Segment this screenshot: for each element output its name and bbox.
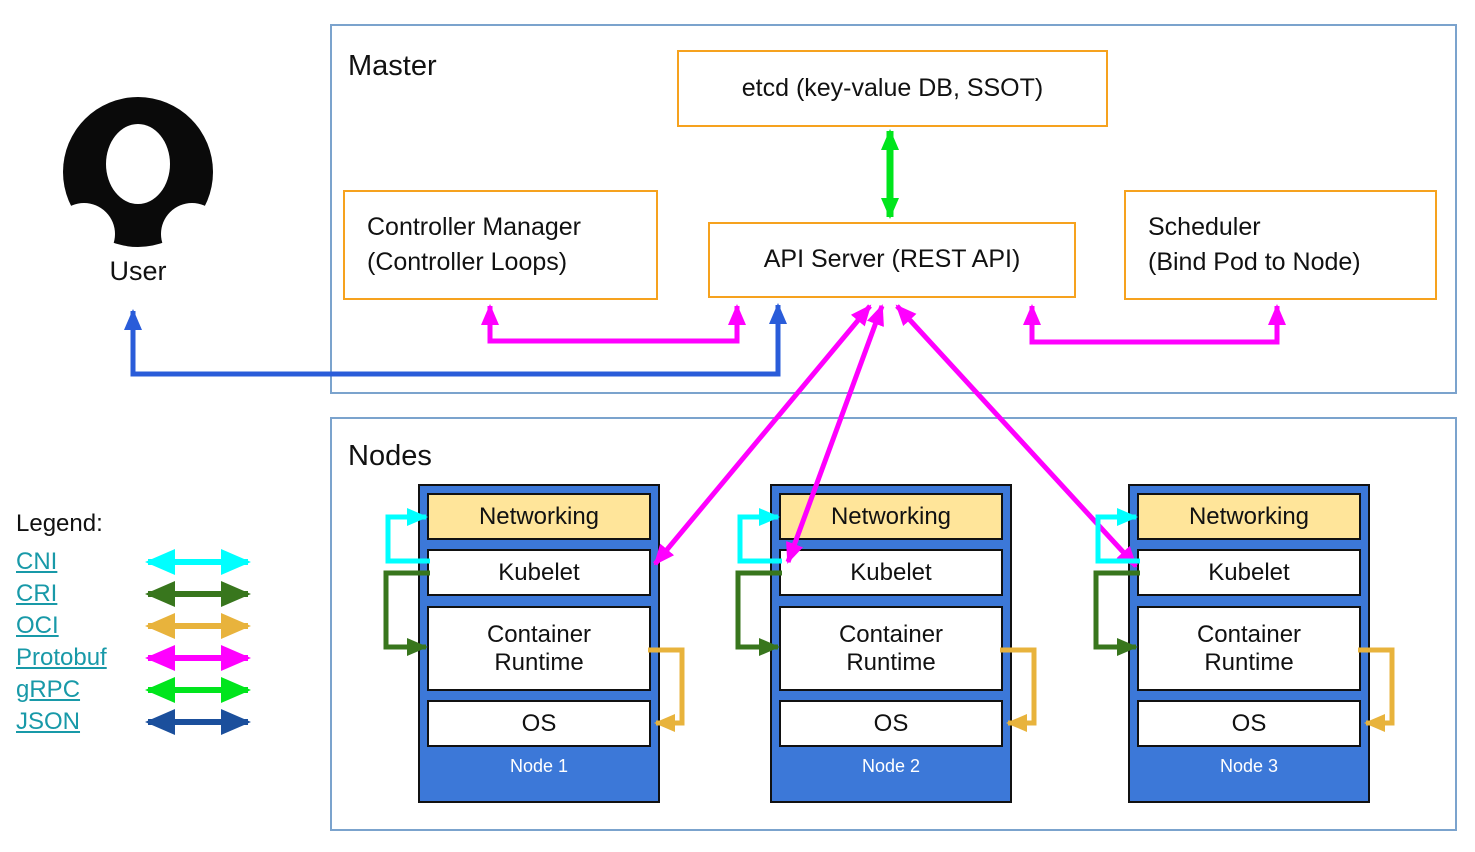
node-2-os-box: OS: [779, 700, 1003, 747]
node-1-name: Node 1: [509, 756, 569, 776]
legend-link-protobuf[interactable]: Protobuf: [16, 644, 107, 671]
os-label: OS: [521, 709, 557, 737]
os-label: OS: [873, 709, 909, 737]
node-3-name: Node 3: [1219, 756, 1279, 776]
legend-item-cni: CNI: [16, 546, 258, 578]
scheduler-label-line2: (Bind Pod to Node): [1148, 248, 1361, 276]
legend-link-grpc[interactable]: gRPC: [16, 676, 81, 703]
etcd-box: etcd (key-value DB, SSOT): [677, 50, 1108, 127]
node-1-networking-box: Networking: [427, 493, 651, 540]
node-1-os-box: OS: [427, 700, 651, 747]
nodes-frame: [330, 417, 1457, 831]
node-2-container-runtime-box: Container Runtime: [779, 606, 1003, 691]
grpc-legend-arrow: [145, 677, 251, 703]
node-3-kubelet-box: Kubelet: [1137, 549, 1361, 596]
protobuf-legend-arrow: [145, 645, 251, 671]
etcd-label: etcd (key-value DB, SSOT): [741, 73, 1044, 102]
node-3-os-box: OS: [1137, 700, 1361, 747]
controller-manager-label-line1: Controller Manager: [367, 212, 581, 241]
legend-link-oci[interactable]: OCI: [16, 612, 59, 639]
legend-link-json[interactable]: JSON: [16, 708, 81, 735]
legend-item-protobuf: Protobuf: [16, 642, 258, 674]
networking-label: Networking: [1188, 502, 1310, 530]
networking-label: Networking: [830, 502, 952, 530]
kubelet-label: Kubelet: [498, 558, 580, 586]
node-1-kubelet-box: Kubelet: [427, 549, 651, 596]
kubelet-label: Kubelet: [850, 558, 932, 586]
json-legend-arrow: [145, 709, 251, 735]
container-runtime-label: Container Runtime: [1196, 620, 1302, 676]
container-runtime-label: Container Runtime: [486, 620, 592, 676]
scheduler-box: Scheduler (Bind Pod to Node): [1124, 190, 1437, 300]
oci-legend-arrow: [145, 613, 251, 639]
legend-link-cri[interactable]: CRI: [16, 580, 58, 607]
controller-manager-box: Controller Manager (Controller Loops): [343, 190, 658, 300]
kubelet-label: Kubelet: [1208, 558, 1290, 586]
master-title: Master: [348, 50, 437, 82]
node-3-networking-box: Networking: [1137, 493, 1361, 540]
legend-item-oci: OCI: [16, 610, 258, 642]
cri-legend-arrow: [145, 581, 251, 607]
legend-title: Legend:: [16, 510, 103, 537]
node-2-name: Node 2: [861, 756, 921, 776]
legend-item-cri: CRI: [16, 578, 258, 610]
node-2-box: Networking Kubelet Container Runtime OS …: [770, 484, 1012, 803]
api-server-box: API Server (REST API): [708, 222, 1076, 298]
networking-label: Networking: [478, 502, 600, 530]
node-3-box: Networking Kubelet Container Runtime OS …: [1128, 484, 1370, 803]
node-3-container-runtime-box: Container Runtime: [1137, 606, 1361, 691]
legend-item-json: JSON: [16, 706, 258, 738]
node-2-kubelet-box: Kubelet: [779, 549, 1003, 596]
node-2-networking-box: Networking: [779, 493, 1003, 540]
legend-item-grpc: gRPC: [16, 674, 258, 706]
container-runtime-label: Container Runtime: [838, 620, 944, 676]
nodes-title: Nodes: [348, 440, 432, 472]
master-frame: [330, 24, 1457, 394]
node-1-container-runtime-box: Container Runtime: [427, 606, 651, 691]
legend: Legend: CNI CRI OCI Protobuf gRP: [16, 510, 258, 738]
api-server-label: API Server (REST API): [763, 245, 1021, 274]
legend-link-cni[interactable]: CNI: [16, 548, 58, 575]
node-1-box: Networking Kubelet Container Runtime OS …: [418, 484, 660, 803]
cni-legend-arrow: [145, 549, 251, 575]
controller-manager-label-line2: (Controller Loops): [367, 248, 568, 276]
scheduler-label-line1: Scheduler: [1148, 212, 1261, 241]
user-label: User: [109, 256, 167, 286]
user-icon: [60, 97, 216, 250]
os-label: OS: [1231, 709, 1267, 737]
